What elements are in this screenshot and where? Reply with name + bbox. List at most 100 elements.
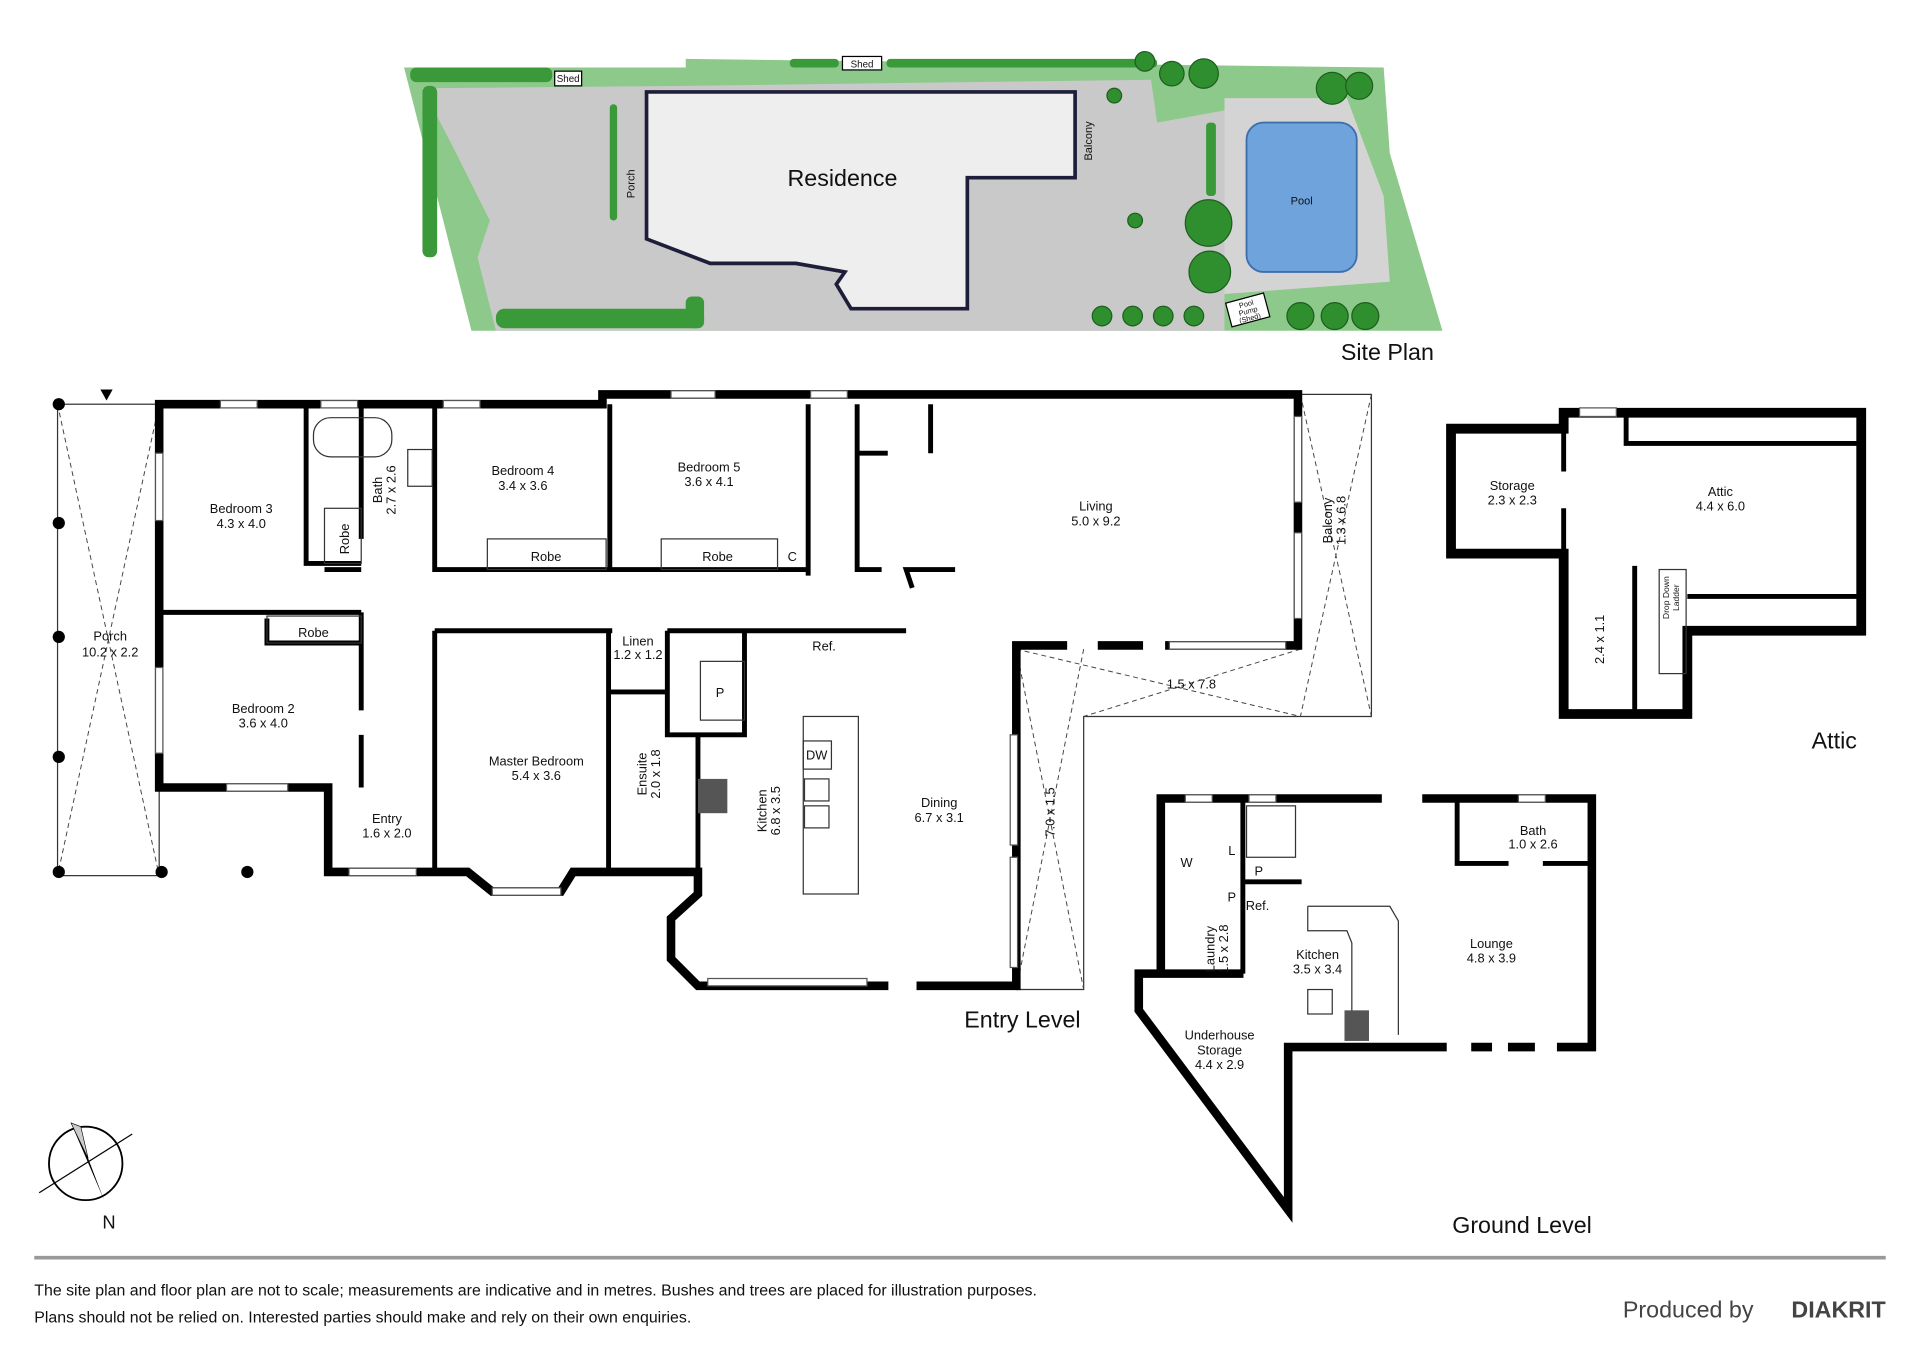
svg-text:Lounge: Lounge <box>1470 936 1513 951</box>
sink-icon <box>803 778 830 802</box>
svg-text:Bedroom 3: Bedroom 3 <box>210 501 273 516</box>
room-bedroom-5: Bedroom 53.6 x 4.1 <box>678 460 741 490</box>
svg-text:Ladder: Ladder <box>1671 584 1681 611</box>
stairs <box>1245 805 1297 858</box>
basin-icon <box>407 448 433 487</box>
svg-text:Ensuite: Ensuite <box>635 753 650 796</box>
residence-label: Residence <box>788 165 898 191</box>
svg-text:Master Bedroom: Master Bedroom <box>489 753 584 768</box>
svg-text:4.4 x 2.9: 4.4 x 2.9 <box>1195 1057 1244 1072</box>
cooktop-icon <box>1344 1010 1369 1041</box>
sink-icon <box>803 805 830 829</box>
diakrit-logo: Produced by DIAKRIT <box>1623 1297 1886 1323</box>
svg-text:6.7 x 3.1: 6.7 x 3.1 <box>915 810 964 825</box>
site-plan: Pool Residence Porch Balcony Shed Shed P… <box>404 50 1443 365</box>
svg-text:5.0 x 9.2: 5.0 x 9.2 <box>1071 513 1120 528</box>
svg-text:3.4 x 3.6: 3.4 x 3.6 <box>498 478 547 493</box>
robe-bath-label: Robe <box>337 524 352 555</box>
svg-text:Kitchen: Kitchen <box>755 789 770 832</box>
svg-text:Pool: Pool <box>1238 298 1255 311</box>
svg-text:Laundry: Laundry <box>1203 925 1218 972</box>
dw-label: DW <box>806 747 828 762</box>
svg-text:Produced by: Produced by <box>1623 1297 1754 1323</box>
svg-text:1.6 x 2.0: 1.6 x 2.0 <box>362 826 411 841</box>
hedges <box>410 58 1216 329</box>
robe-b2 <box>266 615 362 644</box>
svg-text:Dining: Dining <box>921 795 957 810</box>
svg-text:4.8 x 3.9: 4.8 x 3.9 <box>1467 951 1516 966</box>
sink-icon <box>1307 988 1333 1015</box>
svg-text:2.7 x 2.6: 2.7 x 2.6 <box>384 465 399 514</box>
ref-label: Ref. <box>812 638 836 653</box>
svg-text:Drop Down: Drop Down <box>1661 576 1671 619</box>
bathtub-icon <box>312 417 393 458</box>
svg-text:3.6 x 4.1: 3.6 x 4.1 <box>684 474 733 489</box>
cupboard-label: C <box>788 549 797 564</box>
compass-icon: N <box>38 1122 133 1232</box>
robe-b2-label: Robe <box>298 625 329 640</box>
entry-arrow-icon <box>100 389 113 401</box>
shed-label: Shed <box>557 74 580 85</box>
robe-b4-label: Robe <box>531 549 562 564</box>
void-size-label: 2.4 x 1.1 <box>1592 615 1607 664</box>
room-bedroom-4: Bedroom 43.4 x 3.6 <box>491 463 554 493</box>
pool <box>1245 121 1358 273</box>
svg-text:Attic: Attic <box>1708 484 1734 499</box>
porch-label: Porch <box>625 169 637 198</box>
cooktop-icon <box>697 778 728 814</box>
entry-level-title: Entry Level <box>964 1006 1080 1032</box>
porch-posts <box>52 398 254 879</box>
ref-label: Ref. <box>1246 898 1270 913</box>
svg-text:4.4 x 6.0: 4.4 x 6.0 <box>1696 499 1745 514</box>
windows <box>154 390 1303 987</box>
w-label: W <box>1180 855 1193 870</box>
room-bedroom-3: Bedroom 34.3 x 4.0 <box>210 501 273 531</box>
svg-text:Entry: Entry <box>372 811 403 826</box>
svg-text:1.5 x 2.8: 1.5 x 2.8 <box>1216 924 1231 973</box>
svg-text:3.5 x 3.4: 3.5 x 3.4 <box>1293 962 1342 977</box>
trees <box>1091 50 1380 331</box>
attic-title: Attic <box>1812 727 1858 753</box>
svg-text:Kitchen: Kitchen <box>1296 947 1339 962</box>
disclaimer-line-1: The site plan and floor plan are not to … <box>34 1283 1037 1300</box>
dishwasher <box>802 740 833 770</box>
pool-pump-shed: Pool Pump (Shed) <box>1224 292 1271 328</box>
drop-down-ladder <box>1658 568 1687 675</box>
svg-text:3.6 x 4.0: 3.6 x 4.0 <box>239 715 288 730</box>
svg-text:Bath: Bath <box>1520 823 1546 838</box>
svg-text:Porch: Porch <box>93 629 127 644</box>
ground-level-title: Ground Level <box>1452 1212 1592 1238</box>
svg-text:1.2 x 1.2: 1.2 x 1.2 <box>613 647 662 662</box>
svg-text:Bedroom 5: Bedroom 5 <box>678 460 741 475</box>
svg-text:1.3 x 6.8: 1.3 x 6.8 <box>1334 496 1349 545</box>
site-plan-title: Site Plan <box>1341 339 1434 365</box>
p-label: P <box>1254 864 1263 879</box>
pantry-label: P <box>716 685 725 700</box>
svg-text:2.0 x 1.8: 2.0 x 1.8 <box>648 749 663 798</box>
svg-text:Bath: Bath <box>370 477 385 503</box>
room-bedroom-2: Bedroom 23.6 x 4.0 <box>232 701 295 731</box>
shed <box>841 55 883 71</box>
pool-label: Pool <box>1291 196 1313 208</box>
svg-text:Storage: Storage <box>1197 1042 1242 1057</box>
